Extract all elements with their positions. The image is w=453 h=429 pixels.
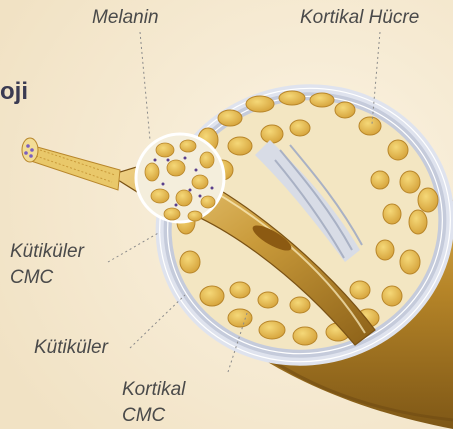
section-heading-fragment: oji xyxy=(0,78,28,106)
label-cortical-cmc-line2: CMC xyxy=(122,404,165,428)
label-melanin: Melanin xyxy=(92,6,159,30)
label-cortical-cmc-line1: Kortikal xyxy=(122,378,185,402)
zoom-circle xyxy=(136,134,224,222)
label-cuticle-cmc-line1: Kütiküler xyxy=(10,240,84,264)
label-cortical-cell: Kortikal Hücre xyxy=(300,6,419,30)
label-cuticle-cmc-line2: CMC xyxy=(10,266,53,290)
label-cuticle: Kütiküler xyxy=(34,336,108,360)
